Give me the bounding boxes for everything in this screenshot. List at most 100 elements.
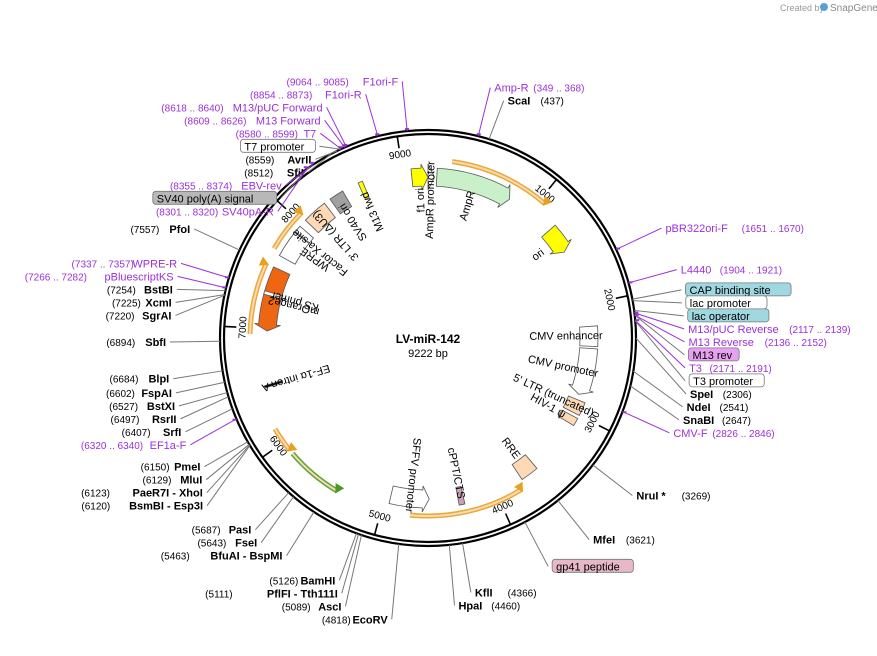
label-leader bbox=[173, 370, 223, 380]
site-label-pbr322[interactable]: pBR322ori-F(1651 .. 1670) bbox=[665, 223, 803, 235]
site-label-wprer[interactable]: WPRE-R(7337 .. 7357) bbox=[72, 258, 178, 270]
site-label-l4440[interactable]: L4440(1904 .. 1921) bbox=[681, 265, 782, 277]
site-label-ampr-site[interactable]: Amp-R(349 .. 368) bbox=[494, 83, 584, 95]
site-label-t3prom[interactable]: T3 promoter bbox=[688, 373, 765, 388]
label-range: (6150) bbox=[141, 463, 170, 474]
site-label-bstbi[interactable]: BstBI(7254) bbox=[107, 284, 173, 296]
site-label-spei[interactable]: SpeI(2306) bbox=[690, 389, 752, 401]
site-label-sv40par[interactable]: SV40pA-R(8301 .. 8320) bbox=[156, 206, 274, 218]
feature-3-ltr-u3[interactable] bbox=[304, 202, 336, 234]
site-label-kfli[interactable]: KflI(4366) bbox=[475, 587, 537, 599]
feature-ef-1-intron-a[interactable] bbox=[264, 380, 284, 389]
site-label-m13puc-rev[interactable]: M13/pUC Reverse(2117 .. 2139) bbox=[688, 324, 851, 336]
label-box bbox=[152, 190, 278, 205]
site-label-m13pucfwd[interactable]: M13/pUC Forward(8618 .. 8640) bbox=[161, 102, 322, 114]
feature-ampr[interactable] bbox=[435, 167, 511, 208]
feature-wpre[interactable] bbox=[278, 225, 315, 265]
label-range: (349 .. 368) bbox=[533, 84, 584, 95]
feature-ori[interactable] bbox=[541, 224, 572, 255]
site-label-blpi[interactable]: BlpI(6684) bbox=[110, 374, 170, 386]
label-name: MluI bbox=[180, 475, 202, 487]
site-label-m13revbox[interactable]: M13 rev bbox=[688, 347, 740, 362]
label-range: (6120) bbox=[81, 502, 110, 513]
site-label-fspai[interactable]: FspAI(6602) bbox=[106, 388, 172, 400]
orf-arc bbox=[290, 451, 339, 494]
site-label-ecorv[interactable]: EcoRV(4818) bbox=[322, 614, 389, 626]
feature-5-ltr-truncated[interactable] bbox=[562, 395, 586, 417]
feature-hiv-1[interactable] bbox=[557, 409, 579, 427]
feature-cmv-enhancer[interactable] bbox=[579, 325, 599, 348]
label-range: (7225) bbox=[112, 298, 141, 309]
feature-factor-xa-site[interactable] bbox=[294, 230, 311, 245]
label-range: (8854 .. 8873) bbox=[250, 90, 312, 101]
site-label-paer7i[interactable]: PaeR7I - XhoI(6123) bbox=[81, 488, 203, 500]
site-label-bamhi[interactable]: BamHI(5126) bbox=[269, 575, 335, 587]
feature-f1-ori[interactable] bbox=[410, 163, 429, 191]
label-range: (6320 .. 6340) bbox=[81, 441, 143, 452]
site-label-pasi[interactable]: PasI(5687) bbox=[192, 525, 252, 537]
site-label-ef1af[interactable]: EF1a-F(6320 .. 6340) bbox=[81, 440, 187, 452]
feature-morange2[interactable] bbox=[254, 266, 291, 332]
site-label-pfoi[interactable]: PfoI(7557) bbox=[130, 224, 190, 236]
feature-ampr-promoter[interactable] bbox=[427, 163, 436, 191]
site-label-nrui[interactable]: NruI *(3269) bbox=[636, 490, 710, 502]
site-label-lacop[interactable]: lac operator bbox=[687, 308, 770, 323]
site-label-f1orif[interactable]: F1ori-F(9064 .. 9085) bbox=[287, 76, 399, 88]
site-label-lacprom[interactable]: lac promoter bbox=[685, 295, 768, 310]
feature-cppt-cts[interactable] bbox=[455, 485, 466, 506]
site-label-sv40polya[interactable]: SV40 poly(A) signal bbox=[152, 190, 278, 205]
site-label-hpai[interactable]: HpaI(4460) bbox=[458, 600, 520, 612]
site-label-gp41[interactable]: gp41 peptide bbox=[551, 558, 634, 573]
feature-rre[interactable] bbox=[511, 454, 538, 481]
label-leader bbox=[633, 370, 683, 408]
site-label-mlui[interactable]: MluI(6129) bbox=[143, 475, 203, 487]
label-range: (6497) bbox=[111, 415, 140, 426]
site-label-scai[interactable]: ScaI(437) bbox=[508, 96, 564, 108]
site-label-bstxi[interactable]: BstXI(6527) bbox=[109, 401, 175, 413]
feature-sffv-promoter[interactable] bbox=[388, 485, 430, 513]
site-label-m13rev[interactable]: M13 Reverse(2136 .. 2152) bbox=[688, 337, 826, 349]
feature-cmv-promoter[interactable] bbox=[568, 347, 599, 395]
label-range: (8512) bbox=[244, 168, 273, 179]
site-label-pbluescript[interactable]: pBluescriptKS(7266 .. 7282) bbox=[25, 271, 174, 283]
feature-sv40-ori[interactable] bbox=[329, 190, 353, 215]
site-label-t7prom[interactable]: T7 promoter bbox=[240, 138, 316, 153]
label-range: (4818) bbox=[322, 615, 351, 626]
site-label-cap[interactable]: CAP binding site bbox=[685, 282, 792, 297]
feature-m13-fwd[interactable] bbox=[357, 180, 370, 200]
site-label-f1orir[interactable]: F1ori-R(8854 .. 8873) bbox=[250, 89, 362, 101]
feature-ks-primer[interactable] bbox=[263, 290, 283, 300]
label-range: (4460) bbox=[491, 601, 520, 612]
site-label-ebvrev[interactable]: EBV-rev(8355 .. 8374) bbox=[170, 180, 282, 192]
site-label-avrii[interactable]: AvrII (8559) bbox=[245, 154, 311, 166]
site-label-bfuai[interactable]: BfuAI - BspMI(5463) bbox=[161, 551, 283, 563]
site-label-ndei[interactable]: NdeI(2541) bbox=[687, 402, 749, 414]
site-label-pflfi[interactable]: PflFI - Tth111I(5111) bbox=[205, 588, 338, 600]
site-label-xcmi[interactable]: XcmI(7225) bbox=[112, 297, 172, 309]
site-label-m13fwd[interactable]: M13 Forward(8609 .. 8626) bbox=[184, 115, 320, 127]
site-label-pmei[interactable]: PmeI(6150) bbox=[141, 462, 201, 474]
site-label-t7[interactable]: T7(8580 .. 8599) bbox=[236, 128, 317, 140]
label-name: RsrII bbox=[152, 414, 176, 426]
site-label-sgrai[interactable]: SgrAI(7220) bbox=[106, 310, 172, 322]
site-label-srfi[interactable]: SrfI(6407) bbox=[122, 427, 182, 439]
site-label-sfii[interactable]: SfiI(8512) bbox=[244, 167, 304, 179]
site-label-t3[interactable]: T3(2171 .. 2191) bbox=[689, 363, 772, 375]
site-label-rsrii[interactable]: RsrII (6497) bbox=[111, 414, 177, 426]
site-label-sbfi[interactable]: SbfI(6894) bbox=[106, 337, 166, 349]
site-label-fsei[interactable]: FseI(5643) bbox=[197, 538, 257, 550]
label-name: AvrII bbox=[287, 154, 311, 166]
site-label-asci[interactable]: AscI(5089) bbox=[282, 601, 342, 613]
label-range: (6527) bbox=[109, 402, 138, 413]
label-name: FseI bbox=[235, 538, 257, 550]
label-leader bbox=[401, 81, 408, 132]
site-label-bsmbi[interactable]: BsmBI - Esp3I(6120) bbox=[81, 501, 203, 513]
site-label-snabi[interactable]: SnaBI(2647) bbox=[683, 415, 751, 427]
credit-brand: SnapGene bbox=[830, 3, 877, 14]
label-range: (1904 .. 1921) bbox=[720, 266, 782, 277]
site-label-mfei[interactable]: MfeI(3621) bbox=[593, 535, 655, 547]
site-label-cmvf[interactable]: CMV-F(2826 .. 2846) bbox=[673, 428, 774, 440]
label-range: (2826 .. 2846) bbox=[712, 429, 774, 440]
label-name: gp41 peptide bbox=[556, 561, 620, 573]
label-range: (8559) bbox=[245, 155, 274, 166]
